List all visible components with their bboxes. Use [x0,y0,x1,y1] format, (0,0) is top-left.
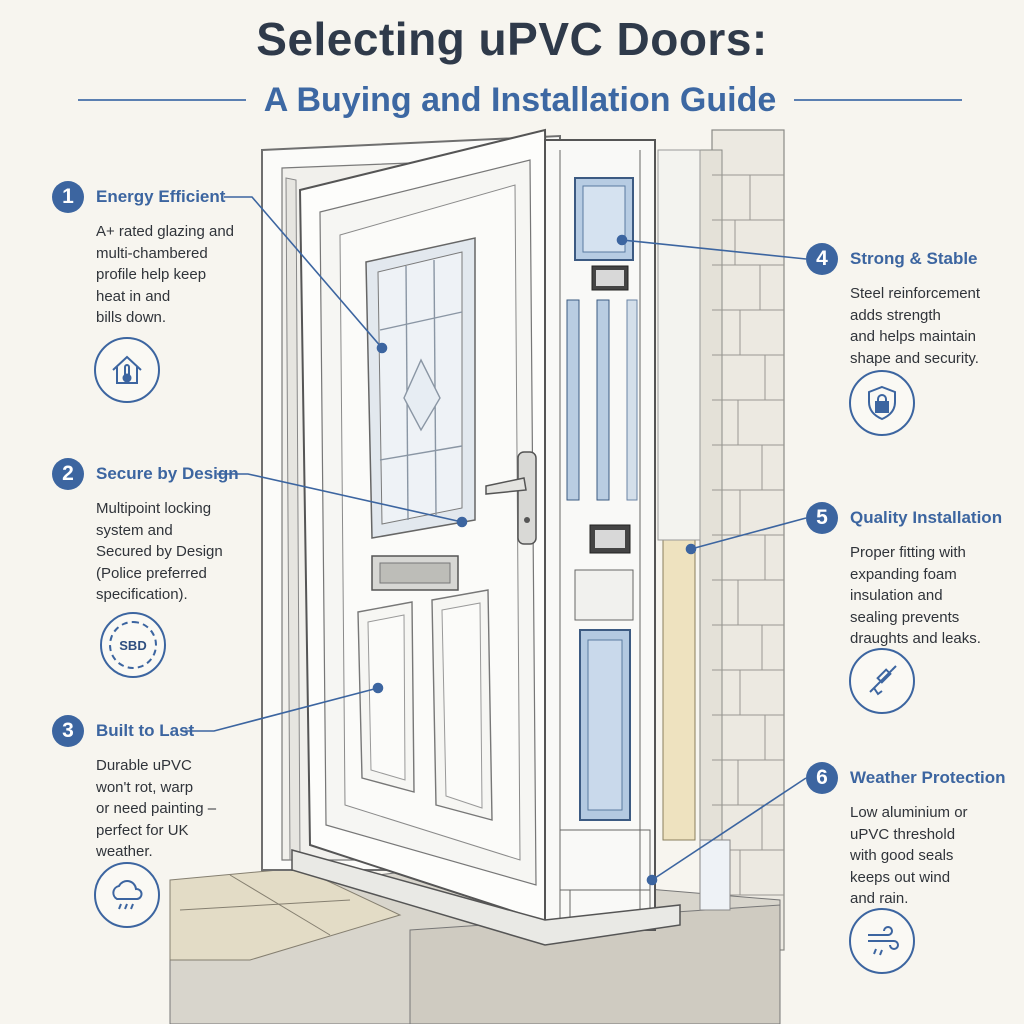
shield-lock-icon [849,370,915,436]
callout-energy-efficient: 1 Energy Efficient A+ rated glazing and … [52,181,262,329]
cloud-rain-icon [94,862,160,928]
door-leaf [298,128,557,927]
callout-title: Secure by Design [96,464,239,483]
house-thermometer-icon [94,337,160,403]
callout-description: Low aluminium or uPVC threshold with goo… [850,804,968,907]
callout-quality-installation: 5 Quality Installation Proper fitting wi… [806,502,1016,650]
callout-secure-by-design: 2 Secure by Design Multipoint locking sy… [52,458,252,606]
profile-cross-section [544,139,656,931]
foam-cavity [657,149,731,911]
threshold [291,849,681,946]
callout-number: 5 [806,502,838,534]
subtitle-rule-right [794,99,963,101]
wind-rain-icon [849,908,915,974]
sbd-badge-label: SBD [109,621,157,669]
subtitle-row: A Buying and Installation Guide [78,78,963,122]
callout-strong-stable: 4 Strong & Stable Steel reinforcement ad… [806,243,1006,369]
callout-title: Weather Protection [850,768,1006,787]
callout-description: Steel reinforcement adds strength and he… [850,285,981,367]
leader-lines [185,196,807,886]
subtitle-rule-left [78,99,246,101]
callout-description: Proper fitting with expanding foam insul… [850,544,981,647]
callout-description: Durable uPVC won't rot, warp or need pai… [96,757,217,860]
page-title: Selecting uPVC Doors: [256,13,768,65]
callout-number: 1 [52,181,84,213]
callout-number: 3 [52,715,84,747]
callout-number: 4 [806,243,838,275]
callout-built-to-last: 3 Built to Last Durable uPVC won't rot, … [52,715,252,863]
callout-description: A+ rated glazing and multi-chambered pro… [96,223,235,326]
callout-title: Energy Efficient [96,187,226,206]
callout-title: Built to Last [96,721,195,740]
page-subtitle: A Buying and Installation Guide [263,80,777,119]
callout-title: Strong & Stable [850,249,978,268]
callout-number: 6 [806,762,838,794]
callout-description: Multipoint locking system and Secured by… [96,500,223,603]
sbd-badge-icon: SBD [100,612,166,678]
callout-number: 2 [52,458,84,490]
callout-title: Quality Installation [850,508,1003,527]
callout-weather-protection: 6 Weather Protection Low aluminium or uP… [806,762,1016,910]
caulking-gun-icon [849,648,915,714]
